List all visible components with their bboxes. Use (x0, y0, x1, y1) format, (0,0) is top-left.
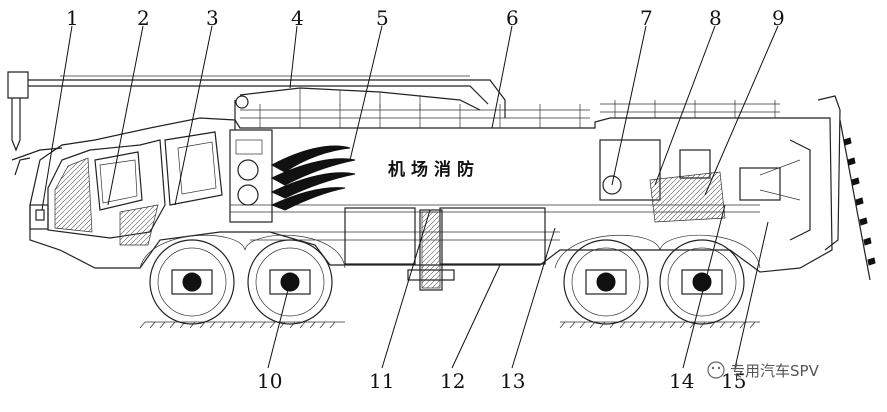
tank-stripes (270, 145, 356, 211)
callout-6: 6 (506, 6, 519, 30)
wechat-icon (707, 361, 725, 379)
callout-labels: 1 2 3 4 5 6 7 8 9 10 11 12 13 14 15 (66, 6, 785, 393)
callout-1: 1 (66, 6, 79, 30)
engine-area (599, 119, 876, 281)
wheel-2 (247, 239, 333, 325)
callout-12: 12 (440, 369, 465, 393)
callout-5: 5 (376, 6, 389, 30)
callout-leaders (41, 25, 779, 369)
callout-11: 11 (369, 369, 394, 393)
callout-9: 9 (772, 6, 785, 30)
ground-lines (139, 321, 760, 329)
watermark: 专用汽车SPV (707, 361, 820, 380)
callout-13: 13 (500, 369, 525, 393)
callout-4: 4 (291, 6, 304, 30)
compartment-doors (229, 129, 546, 265)
wheel-4 (659, 239, 745, 325)
watermark-text: 专用汽车SPV (730, 362, 820, 380)
callout-7: 7 (640, 6, 653, 30)
cab (11, 131, 223, 246)
center-mast (407, 209, 455, 291)
tank-label: 机场消防 (388, 159, 480, 180)
callout-2: 2 (137, 6, 150, 30)
wheels (139, 235, 761, 325)
callout-8: 8 (709, 6, 722, 30)
callout-10: 10 (257, 369, 282, 393)
wheel-3 (563, 239, 649, 325)
callout-3: 3 (206, 6, 219, 30)
boom-arm (7, 71, 506, 152)
callout-14: 14 (669, 369, 694, 393)
callout-15: 15 (721, 369, 746, 393)
wheel-1 (149, 239, 235, 325)
